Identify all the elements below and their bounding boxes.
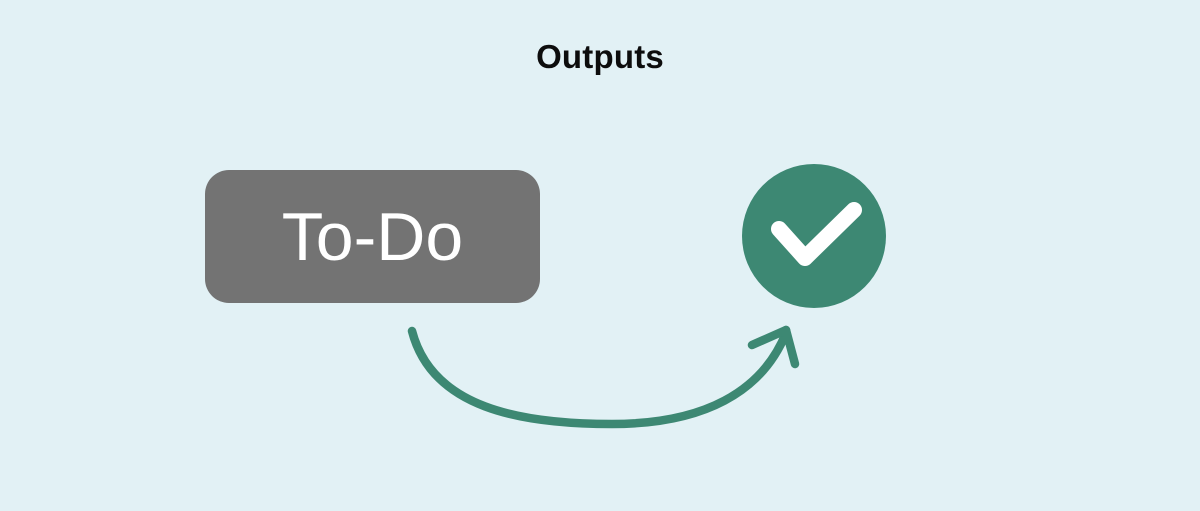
badge-circle (742, 164, 886, 308)
check-icon (771, 202, 862, 266)
todo-node[interactable]: To-Do (205, 170, 540, 303)
completed-status-badge[interactable] (742, 164, 886, 308)
arrow-barb-left (747, 325, 791, 350)
arrow-barb-right (781, 325, 800, 369)
todo-node-label: To-Do (281, 198, 464, 275)
page-title: Outputs (536, 38, 664, 75)
arrow-curve (407, 326, 791, 429)
